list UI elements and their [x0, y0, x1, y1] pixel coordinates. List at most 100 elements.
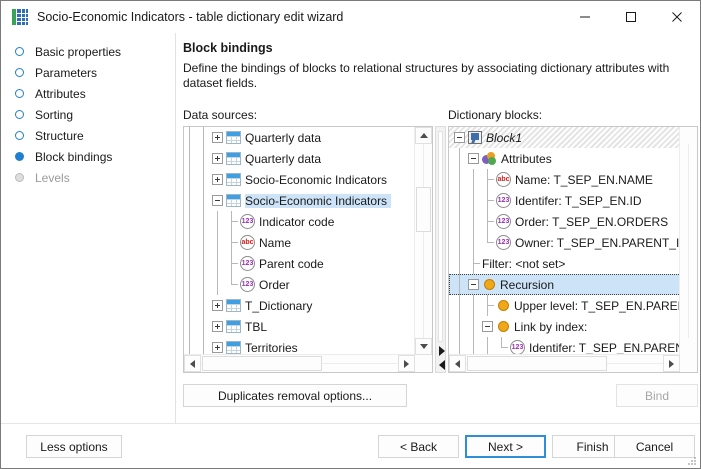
dictionary-blocks-tree[interactable]: Block1 Attributes — [448, 126, 698, 373]
expander-icon[interactable] — [468, 279, 479, 290]
sidebar-item-structure[interactable]: Structure — [1, 125, 175, 146]
number-field-icon: 123 — [496, 193, 511, 208]
scrollbar-thumb[interactable] — [416, 187, 431, 232]
expander-icon[interactable] — [212, 153, 223, 164]
tree-row[interactable]: TBL — [184, 316, 415, 337]
bullet-icon — [498, 300, 509, 311]
tree-row[interactable]: 123 Parent code — [184, 253, 415, 274]
content-area: Basic properties Parameters Attributes S… — [1, 33, 700, 423]
expander-icon[interactable] — [212, 300, 223, 311]
back-button[interactable]: < Back — [378, 435, 459, 458]
tree-row[interactable]: 123 Order: T_SEP_EN.ORDERS — [449, 211, 680, 232]
scroll-right-icon[interactable] — [663, 355, 680, 372]
footer-bar: Less options < Back Next > Finish Cancel — [1, 423, 700, 468]
data-sources-tree[interactable]: Quarterly data Quarterly data — [183, 126, 433, 373]
tree-guide — [482, 337, 496, 355]
less-options-button[interactable]: Less options — [26, 435, 122, 458]
tree-row[interactable]: Territories — [184, 337, 415, 355]
splitter-grip[interactable] — [438, 131, 443, 342]
expander-icon[interactable] — [482, 321, 493, 332]
resize-grip-icon[interactable] — [688, 457, 697, 466]
panel-splitter[interactable] — [435, 126, 446, 373]
tree-guide — [198, 316, 212, 337]
splitter-expand-left-icon[interactable] — [436, 358, 447, 372]
tree-row[interactable]: Socio-Economic Indicators — [184, 190, 415, 211]
next-button[interactable]: Next > — [465, 435, 546, 458]
tree-guide — [454, 253, 468, 274]
title-bar: Socio-Economic Indicators - table dictio… — [1, 1, 700, 33]
tree-guide — [198, 253, 212, 274]
tree-guide — [468, 232, 482, 253]
table-icon — [226, 173, 241, 186]
scroll-right-icon[interactable] — [398, 355, 415, 372]
expander-icon[interactable] — [212, 195, 223, 206]
expander-icon[interactable] — [454, 132, 465, 143]
close-icon[interactable] — [654, 1, 700, 33]
sidebar-item-label: Sorting — [35, 107, 74, 122]
tree-guide — [198, 190, 212, 211]
tree-row-label: Indicator code — [259, 214, 335, 229]
scroll-down-icon[interactable] — [415, 338, 432, 355]
cancel-button[interactable]: Cancel — [614, 435, 695, 458]
sidebar-item-basic-properties[interactable]: Basic properties — [1, 41, 175, 62]
tree-row[interactable]: 123 Order — [184, 274, 415, 295]
sidebar-item-parameters[interactable]: Parameters — [1, 62, 175, 83]
scroll-left-icon[interactable] — [184, 355, 201, 372]
expander-icon[interactable] — [212, 174, 223, 185]
expander-icon[interactable] — [212, 342, 223, 353]
tree-row[interactable]: Filter: <not set> — [449, 253, 680, 274]
tree-row[interactable]: 123 Owner: T_SEP_EN.PARENT_ID — [449, 232, 680, 253]
dictionary-blocks-horizontal-scrollbar[interactable] — [449, 354, 680, 372]
sidebar-item-sorting[interactable]: Sorting — [1, 104, 175, 125]
tree-row[interactable]: Block1 — [449, 127, 680, 148]
bind-button: Bind — [616, 384, 698, 407]
tree-guide — [454, 190, 468, 211]
data-sources-vertical-scrollbar[interactable] — [414, 127, 432, 355]
scrollbar-thumb[interactable] — [202, 356, 322, 371]
sidebar-item-label: Block bindings — [35, 149, 113, 164]
sidebar-item-block-bindings[interactable]: Block bindings — [1, 146, 175, 167]
duplicates-removal-options-button[interactable]: Duplicates removal options... — [183, 384, 407, 407]
main-pane: Block bindings Define the bindings of bl… — [176, 33, 700, 423]
tree-row[interactable]: Socio-Economic Indicators — [184, 169, 415, 190]
tree-guide — [198, 295, 212, 316]
tree-row[interactable]: Upper level: T_SEP_EN.PARENT_ID — [449, 295, 680, 316]
table-icon — [226, 299, 241, 312]
tree-row[interactable]: 123 Identifer: T_SEP_EN.ID — [449, 190, 680, 211]
scroll-up-icon[interactable] — [415, 127, 432, 144]
tree-row[interactable]: Quarterly data — [184, 127, 415, 148]
tree-row[interactable]: abc Name: T_SEP_EN.NAME — [449, 169, 680, 190]
maximize-icon[interactable] — [608, 1, 654, 33]
tree-row[interactable]: abc Name — [184, 232, 415, 253]
tree-row-label: Upper level: T_SEP_EN.PARENT_ID — [514, 298, 680, 313]
tree-row[interactable]: 123 Identifer: T_SEP_EN.PARENT_ID — [449, 337, 680, 355]
tree-guide — [212, 274, 226, 295]
splitter-expand-right-icon[interactable] — [436, 344, 447, 358]
dictionary-blocks-vertical-scrollbar[interactable] — [679, 127, 697, 355]
number-field-icon: 123 — [240, 214, 255, 229]
tree-guide — [198, 127, 212, 148]
scrollbar-thumb[interactable] — [467, 356, 607, 371]
expander-icon[interactable] — [212, 321, 223, 332]
expander-icon[interactable] — [212, 132, 223, 143]
step-bullet-icon — [15, 89, 24, 98]
tree-row[interactable]: T_Dictionary — [184, 295, 415, 316]
tree-guide — [212, 232, 226, 253]
sidebar-item-attributes[interactable]: Attributes — [1, 83, 175, 104]
tree-row[interactable]: 123 Indicator code — [184, 211, 415, 232]
tree-row[interactable]: Attributes — [449, 148, 680, 169]
tree-guide — [226, 274, 240, 295]
scroll-left-icon[interactable] — [449, 355, 466, 372]
tree-row-label: Block1 — [486, 130, 523, 145]
sidebar-item-label: Basic properties — [35, 44, 122, 59]
data-sources-horizontal-scrollbar[interactable] — [184, 354, 415, 372]
tree-guide — [184, 295, 198, 316]
table-icon — [226, 320, 241, 333]
tree-guide — [482, 295, 496, 316]
tree-row[interactable]: Quarterly data — [184, 148, 415, 169]
tree-row[interactable]: Recursion — [449, 274, 680, 295]
tree-row[interactable]: Link by index: — [449, 316, 680, 337]
minimize-icon[interactable] — [562, 1, 608, 33]
expander-icon[interactable] — [468, 153, 479, 164]
tree-row-label: Quarterly data — [245, 130, 322, 145]
